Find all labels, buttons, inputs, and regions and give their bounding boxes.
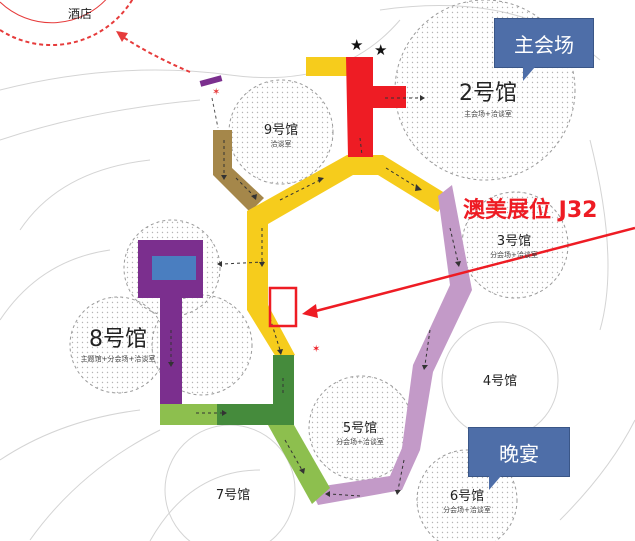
blue-room [152, 256, 196, 280]
olive-walkway [213, 130, 264, 212]
hall-9-sub: 洽谈室 [271, 139, 292, 148]
arrow-heads [168, 95, 461, 497]
flow-arrows [170, 97, 459, 497]
hall-9-name: 9号馆 [264, 123, 298, 138]
hall-3-name: 3号馆 [497, 234, 531, 249]
booth-pointer-line [311, 226, 635, 314]
star-icon: ★ [374, 41, 387, 59]
hall-7-outline [164, 424, 296, 541]
callout-tail [523, 67, 535, 81]
red-star-marker: ✶ [312, 344, 320, 355]
callout-tail [489, 476, 501, 490]
hall-6-name: 5号馆 [343, 421, 377, 436]
hall-3-sub: 分会场+洽谈室 [490, 250, 538, 259]
booth-highlight [268, 286, 298, 328]
svg-text:✶: ✶ [212, 87, 220, 98]
light-green-walkway-left [160, 404, 217, 425]
hall-4-name: 4号馆 [483, 374, 517, 389]
lilac-walkway [310, 185, 472, 505]
hall-2-name: 2号馆 [459, 81, 517, 106]
hall-2-sub: 主会场+洽谈室 [464, 109, 512, 118]
hall-8-sub: 主题馆+分会场+洽谈室 [81, 354, 156, 363]
hall-8-name: 8号馆 [89, 327, 147, 352]
hotel-area: 酒店 [0, 0, 134, 47]
hall-6-sub: 分会场+洽谈室 [336, 437, 384, 446]
entrance-marker: ✶ [199, 75, 223, 129]
hotel-label: 酒店 [68, 7, 92, 21]
banquet-label: 晚宴 [499, 441, 539, 466]
walkway-routes [138, 57, 472, 505]
yellow-top-bar [306, 57, 351, 76]
booth-label: 澳美展位 J32 [463, 198, 598, 223]
hotel-route-arrow [116, 31, 128, 42]
main-venue-callout: 主会场 [494, 18, 594, 81]
dark-green-walkway [216, 355, 294, 425]
hotel-route-line [119, 34, 191, 73]
hall-5-name: 6号馆 [450, 489, 484, 504]
red-walkway [346, 57, 406, 157]
star-icon: ★ [350, 36, 363, 54]
hall-5-sub: 分会场+洽谈室 [443, 505, 491, 514]
main-venue-label: 主会场 [514, 32, 574, 57]
banquet-callout: 晚宴 [468, 427, 570, 490]
light-green-walkway-right [268, 425, 330, 504]
hall-7-name: 7号馆 [216, 488, 250, 503]
yellow-walkway [247, 155, 448, 362]
booth-pointer-arrowhead [302, 304, 318, 318]
